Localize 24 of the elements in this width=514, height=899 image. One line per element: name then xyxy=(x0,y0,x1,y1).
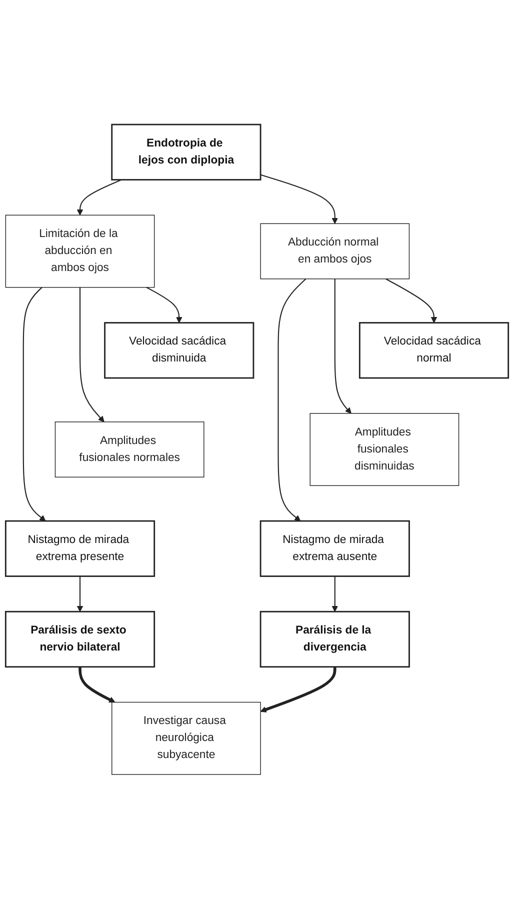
arrow xyxy=(79,287,104,422)
arrow xyxy=(385,278,438,324)
arrow xyxy=(260,174,338,224)
arrow xyxy=(334,278,352,414)
arrow xyxy=(332,576,338,612)
node-box: Limitación de la abducción en ambos ojos xyxy=(5,214,155,288)
node-box: Velocidad sacádica disminuida xyxy=(104,322,254,379)
arrow xyxy=(278,278,306,522)
node-box: Endotropia de lejos con diplopia xyxy=(111,124,262,180)
node-box: Parálisis de la divergencia xyxy=(260,610,410,668)
arrow xyxy=(260,666,336,712)
arrow xyxy=(76,576,84,612)
node-box: Amplitudes fusionales normales xyxy=(54,422,204,478)
node-box: Investigar causa neurológica subyacente xyxy=(112,702,261,775)
arrow xyxy=(76,179,122,216)
node-box: Abducción normal en ambos ojos xyxy=(260,223,410,280)
node-box: Parálisis de sexto nervio bilateral xyxy=(4,610,156,668)
node-box: Nistagmo de mirada extrema presente xyxy=(4,520,156,577)
arrow xyxy=(146,286,182,324)
node-box: Nistagmo de mirada extrema ausente xyxy=(260,520,410,577)
node-box: Velocidad sacádica normal xyxy=(358,322,510,379)
arrow xyxy=(78,666,116,703)
arrow xyxy=(22,286,46,522)
node-box: Amplitudes fusionales disminuidas xyxy=(310,413,460,486)
